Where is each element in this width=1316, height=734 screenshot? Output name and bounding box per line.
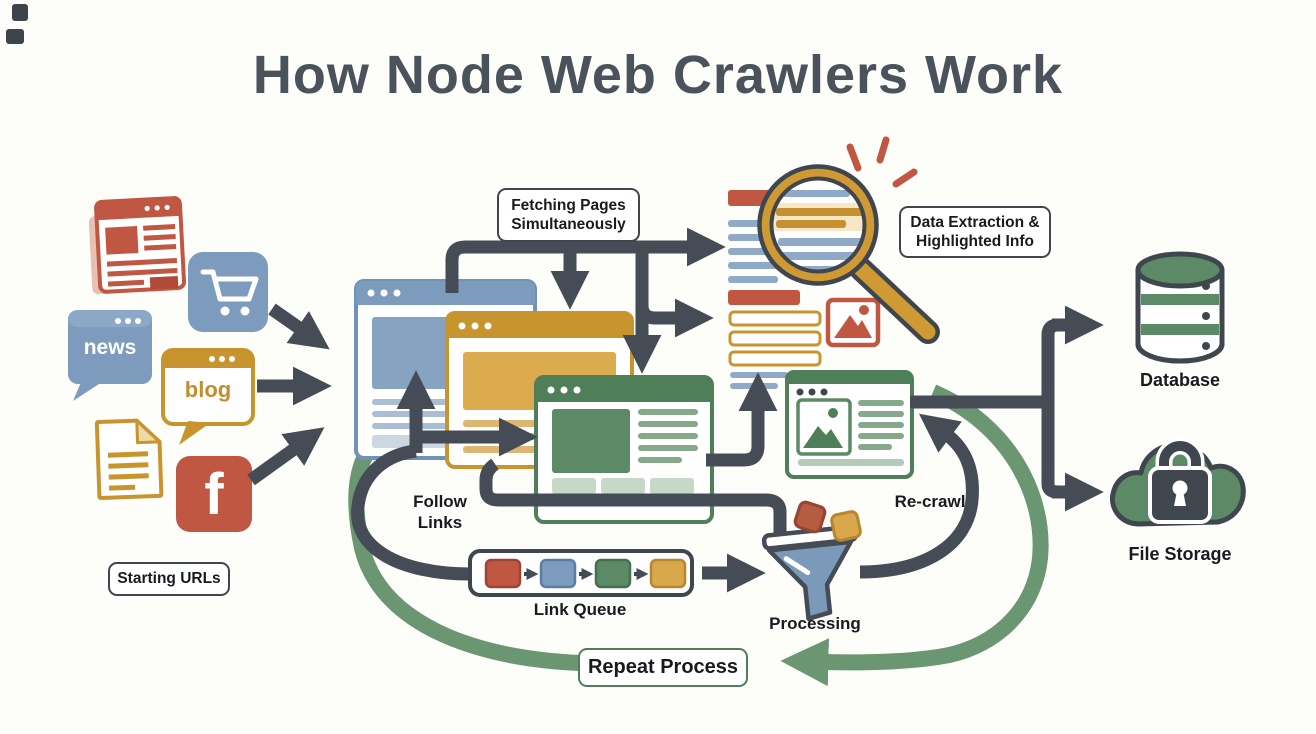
data-extraction-label: Data Extraction & Highlighted Info [899, 206, 1051, 258]
news-bubble-text: news [83, 336, 137, 359]
image-placeholder-icon [825, 297, 881, 348]
funnel-feed-pipe [479, 458, 787, 538]
file-storage-label: File Storage [1128, 544, 1232, 564]
recrawl-arrow [859, 413, 979, 579]
browser-window-green-icon [534, 375, 714, 524]
follow-links-arrow [351, 370, 538, 581]
lock-icon [1148, 437, 1212, 524]
sparkle-icon [846, 136, 918, 188]
extract-up-arrow [706, 372, 778, 467]
repeat-loop-left-arrow [348, 414, 581, 671]
source-arrows [247, 303, 332, 486]
blog-bubble-text: blog [184, 377, 232, 402]
repeat-loop-right-arrow [780, 384, 1049, 687]
fetch-arrows [445, 227, 726, 374]
processing-label: Processing [769, 614, 861, 633]
link-queue-label: Link Queue [533, 600, 627, 619]
facebook-icon [176, 456, 252, 532]
database-label: Database [1139, 370, 1221, 390]
recrawl-label: Re-crawl [894, 492, 966, 511]
magnifier-icon [757, 136, 940, 344]
funnel-icon [761, 524, 859, 621]
funnel-input-chunks [793, 500, 862, 542]
starting-urls-label: Starting URLs [108, 562, 230, 596]
storage-branch-arrows [910, 305, 1104, 512]
corner-artifact [6, 4, 28, 44]
document-icon [94, 418, 164, 500]
fetching-pages-label: Fetching Pages Simultaneously [497, 188, 640, 242]
repeat-process-label: Repeat Process [578, 648, 748, 687]
newspaper-icon [88, 196, 187, 295]
facebook-letter: f [204, 461, 224, 527]
news-bubble-icon [68, 310, 152, 401]
page-title: How Node Web Crawlers Work [252, 45, 1064, 105]
blog-bubble-icon [161, 348, 255, 445]
shopping-cart-icon [188, 252, 268, 332]
webpage-card-icon [785, 370, 914, 479]
follow-links-label: Follow Links [413, 492, 467, 532]
database-icon [1135, 251, 1225, 364]
link-queue-icon [468, 549, 694, 597]
